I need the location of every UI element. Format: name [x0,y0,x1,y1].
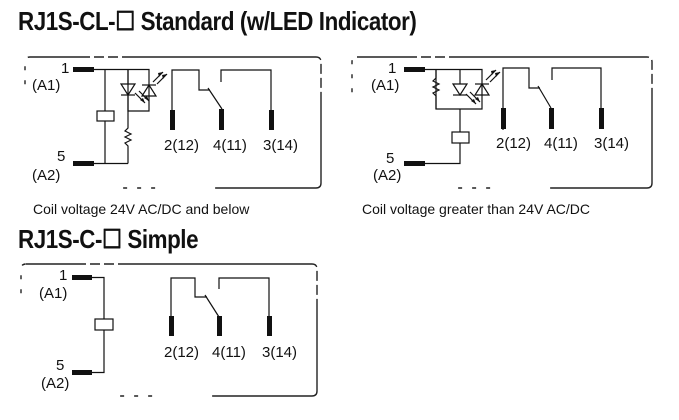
light-emission-icon [485,69,501,83]
diagram-standard-24v-below: 1 (A1) 5 (A2) 2(12) 4(11) 3(14) [24,56,322,189]
coil-pin-5 [73,161,94,166]
diode-icon [452,83,468,96]
coil-pin-1 [404,67,425,72]
switch-arm-icon [537,85,552,109]
terminal-a2-label: (A2) [32,167,60,184]
relay-outline [20,263,318,397]
terminal-5-label: 5 [56,357,64,374]
section-title-simple: RJ1S-C-☐ Simple [18,224,199,254]
switch-arm-icon [207,87,223,110]
coil-icon [94,318,114,331]
coil-icon [96,110,115,122]
light-emission-icon [152,71,168,85]
section-title-standard: RJ1S-CL-☐ Standard (w/LED Indicator) [18,6,417,36]
terminal-a2-label: (A2) [41,375,69,392]
arrows-icon [465,91,481,105]
contact-label-3: 3(14) [262,344,297,361]
relay-outline [351,56,653,189]
coil-icon [451,131,470,144]
contact-pin-3 [269,110,274,130]
coil-pin-5 [404,161,425,166]
terminal-5-label: 5 [386,150,394,167]
contact-label-4: 4(11) [212,344,246,361]
contact-pin-4 [549,108,554,129]
terminal-a1-label: (A1) [32,77,60,94]
terminal-1-label: 1 [61,60,69,77]
switch-arm-icon [204,294,220,318]
diagram-simple: 1 (A1) 5 (A2) 2(12) 4(11) 3(14) [20,263,318,397]
contact-pin-2 [170,110,175,130]
contact-pin-4 [219,109,224,130]
contact-label-3: 3(14) [263,137,298,154]
relay-outline [24,56,322,189]
contact-label-2: 2(12) [164,137,199,154]
contact-pin-2 [501,108,506,129]
terminal-a2-label: (A2) [373,167,401,184]
contact-pin-3 [599,108,604,129]
resistor-icon [431,69,441,109]
contact-label-2: 2(12) [164,344,199,361]
terminal-1-label: 1 [388,60,396,77]
contact-label-4: 4(11) [213,137,247,154]
contact-pin-2 [169,316,174,336]
terminal-a1-label: (A1) [39,285,67,302]
contact-label-2: 2(12) [496,135,531,152]
caption-24v-and-below: Coil voltage 24V AC/DC and below [33,201,250,217]
resistor-icon [123,111,133,164]
coil-pin-1 [73,67,94,72]
coil-pin-1 [72,275,92,280]
coil-pin-5 [72,370,92,375]
arrows-icon [134,90,150,104]
terminal-a1-label: (A1) [371,77,399,94]
contact-pin-3 [267,316,272,336]
contact-label-3: 3(14) [594,135,629,152]
contact-pin-4 [217,316,222,336]
diagram-standard-greater-24v: 1 (A1) 5 (A2) 2(12) 4(11) 3(14) [351,56,653,189]
caption-greater-than-24v: Coil voltage greater than 24V AC/DC [362,201,591,217]
terminal-5-label: 5 [57,148,65,165]
terminal-1-label: 1 [59,267,67,284]
contact-label-4: 4(11) [544,135,578,152]
